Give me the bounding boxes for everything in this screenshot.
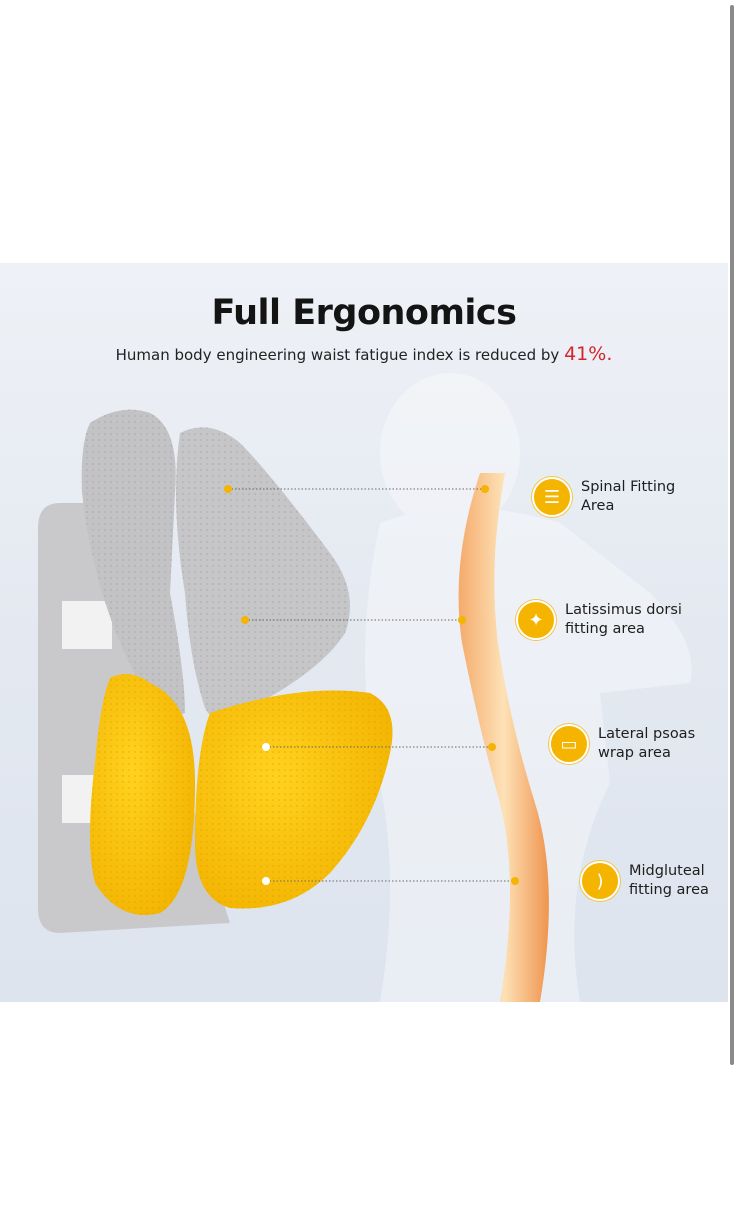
callout-label: Latissimus dorsi fitting area <box>565 602 682 637</box>
hinge <box>62 601 112 649</box>
subtitle: Human body engineering waist fatigue ind… <box>0 343 728 365</box>
spine-graphic <box>458 473 549 1002</box>
callout-spinal: ☰ Spinal Fitting Area <box>532 477 675 517</box>
page-title: Full Ergonomics <box>211 293 517 333</box>
fatigue-reduction-percent: 41%. <box>564 343 613 365</box>
callout-psoas: ▭ Lateral psoas wrap area <box>549 724 695 764</box>
subtitle-text: Human body engineering waist fatigue ind… <box>115 346 565 364</box>
muscle-back-icon: ✦ <box>516 600 556 640</box>
spine-icon: ☰ <box>532 477 572 517</box>
scrollbar[interactable] <box>730 5 734 1065</box>
waist-icon: ▭ <box>549 724 589 764</box>
product-illustration <box>38 373 692 1002</box>
callout-label: Lateral psoas wrap area <box>598 726 696 761</box>
hip-icon: ) <box>580 861 620 901</box>
callout-gluteal: ) Midgluteal fitting area <box>580 861 709 901</box>
callout-label: Midgluteal fitting area <box>629 863 709 898</box>
product-banner: Full Ergonomics Human body engineering w… <box>0 263 728 1002</box>
callout-label: Spinal Fitting Area <box>581 479 676 514</box>
callout-latissimus: ✦ Latissimus dorsi fitting area <box>516 600 682 640</box>
